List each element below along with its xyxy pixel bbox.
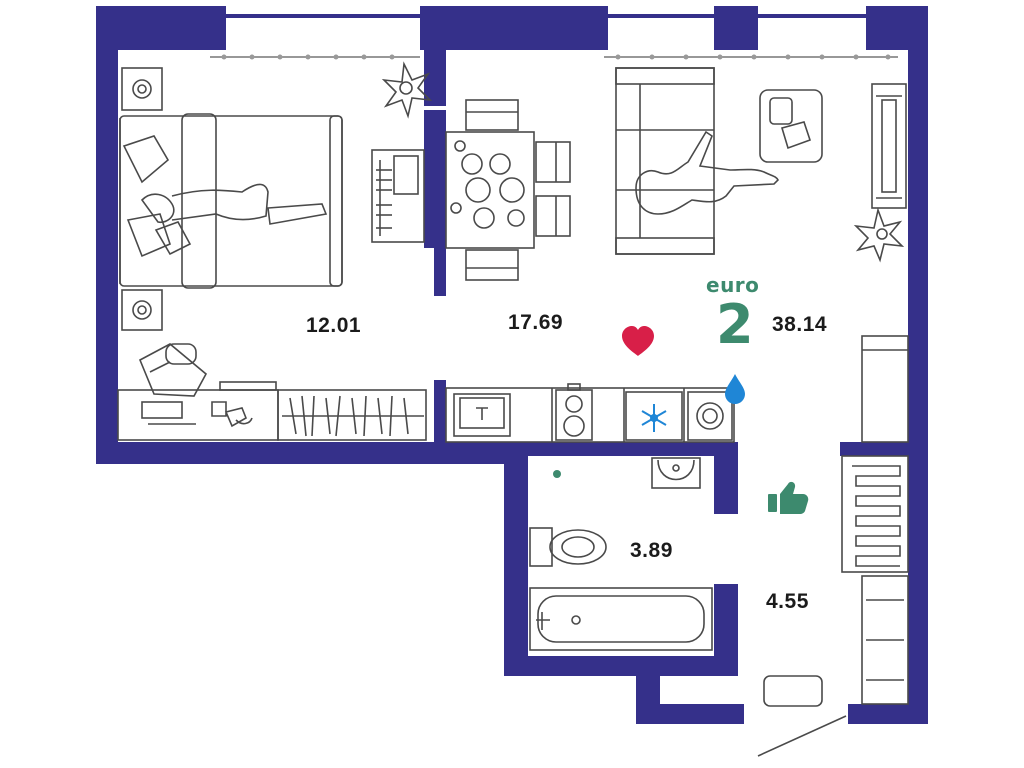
coffee-table <box>759 89 823 163</box>
kitchen-counter <box>445 387 735 443</box>
area-label-hallway: 4.55 <box>766 590 809 613</box>
apartment-type-badge: euro <box>706 273 760 297</box>
bathroom-sink <box>651 457 701 489</box>
nightstand-bottom <box>121 289 163 331</box>
sofa <box>615 67 779 255</box>
washing-machine <box>687 391 733 441</box>
hallway-wardrobe <box>861 575 909 705</box>
door-mat <box>763 675 823 707</box>
area-label-total: 38.14 <box>772 313 828 336</box>
fridge <box>625 391 683 441</box>
bedroom-desk <box>117 381 279 441</box>
bedroom-shelf <box>371 149 425 243</box>
thumbs-up-icon <box>768 481 809 514</box>
snowflake-icon <box>641 404 667 432</box>
room-count-badge: 2 <box>716 293 754 356</box>
bathtub <box>529 587 713 651</box>
toilet <box>529 527 607 567</box>
area-label-bathroom: 3.89 <box>630 539 673 562</box>
chair-top <box>465 99 519 131</box>
heart-icon <box>622 326 654 356</box>
water-drop-icon <box>725 374 745 404</box>
bathroom-dot <box>553 470 561 478</box>
plant-bedroom <box>381 61 433 119</box>
cooktop <box>555 383 593 441</box>
cabinet-living <box>861 335 909 443</box>
walls <box>96 6 928 724</box>
chair-bottom <box>465 249 519 281</box>
dining-table <box>445 131 535 249</box>
chair-right-1 <box>535 141 571 183</box>
bed <box>119 113 343 289</box>
armchair-bedroom <box>138 343 208 397</box>
plant-living <box>853 207 905 263</box>
entrance-door <box>757 715 847 757</box>
kitchen-sink <box>453 393 511 437</box>
chair-right-2 <box>535 195 571 237</box>
towel-radiator <box>841 455 909 573</box>
area-label-bedroom: 12.01 <box>306 314 362 337</box>
area-label-kitchen: 17.69 <box>508 311 564 334</box>
wardrobe-bedroom <box>277 389 427 441</box>
window-rail-beads <box>221 54 891 60</box>
nightstand-top <box>121 67 163 111</box>
tv-unit <box>871 83 907 209</box>
